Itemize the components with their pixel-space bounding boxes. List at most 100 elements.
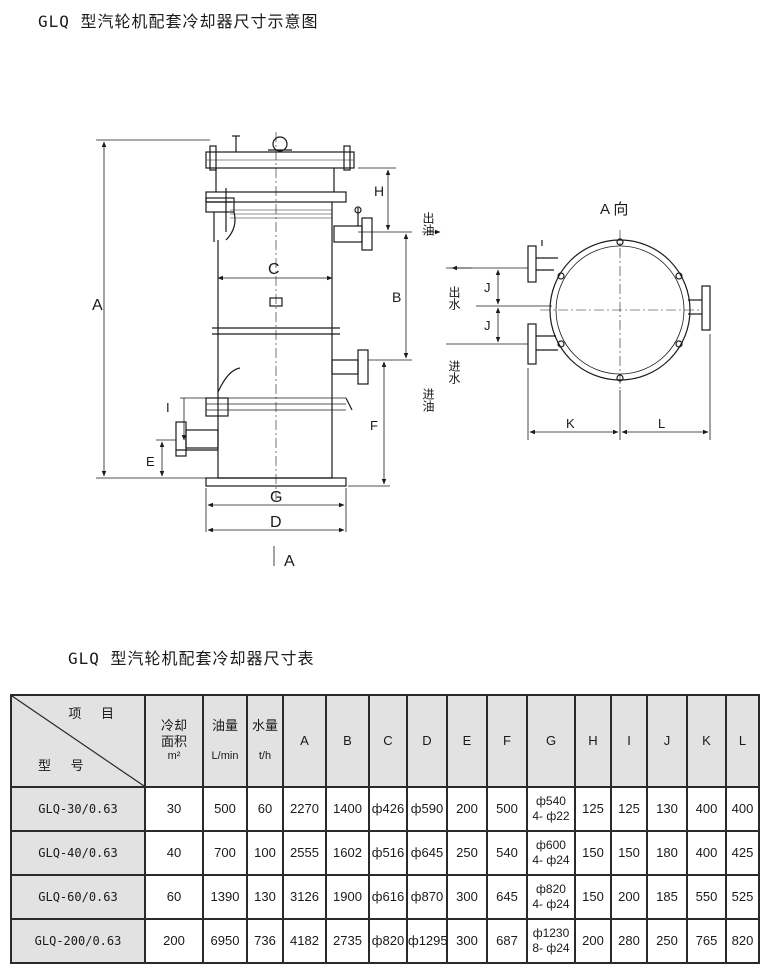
oil-in-label: 进油 xyxy=(421,388,435,412)
cell-h: 150 xyxy=(574,874,612,920)
table-row: GLQ-200/0.63 200 6950 736 4182 2735 ф820… xyxy=(10,918,760,964)
water-inlet-nozzle xyxy=(175,421,219,457)
header-oil: 油量 L/min xyxy=(202,694,248,788)
cell-water: 100 xyxy=(246,830,284,876)
cell-k: 400 xyxy=(686,786,727,832)
cell-water: 130 xyxy=(246,874,284,920)
section-mark: A xyxy=(284,553,295,570)
cell-i: 125 xyxy=(610,786,648,832)
dim-label-k: K xyxy=(566,416,575,431)
dim-label-d: D xyxy=(270,514,282,531)
corner-top-label: 项 目 xyxy=(68,706,122,721)
cell-b: 1400 xyxy=(325,786,370,832)
cell-area: 60 xyxy=(144,874,204,920)
cell-l: 425 xyxy=(725,830,760,876)
cell-c: ф426 xyxy=(368,786,408,832)
cell-l: 400 xyxy=(725,786,760,832)
cell-a: 3126 xyxy=(282,874,327,920)
top-cover xyxy=(205,135,355,171)
dim-label-f: F xyxy=(370,418,378,433)
corner-bottom-label: 型 号 xyxy=(38,757,92,773)
cell-e: 200 xyxy=(446,786,488,832)
diagram-title: GLQ 型汽轮机配套冷却器尺寸示意图 xyxy=(38,12,319,31)
header-k: K xyxy=(686,694,727,788)
oil-outlet-nozzle xyxy=(333,206,373,251)
cell-c: ф616 xyxy=(368,874,408,920)
cell-a: 4182 xyxy=(282,918,327,964)
cell-d: ф870 xyxy=(406,874,448,920)
cooler-drawing: A C G D A H B F I E J J K L A 向 出油 进油 出水… xyxy=(92,132,711,570)
cell-area: 40 xyxy=(144,830,204,876)
dim-label-j-lower: J xyxy=(484,318,491,333)
cell-h: 200 xyxy=(574,918,612,964)
cell-c: ф820 xyxy=(368,918,408,964)
water-in-label: 进水 xyxy=(447,360,461,384)
water-out-label: 出水 xyxy=(447,286,461,310)
cell-j: 250 xyxy=(646,918,688,964)
cell-oil: 6950 xyxy=(202,918,248,964)
dim-label-l: L xyxy=(658,416,665,431)
cell-j: 180 xyxy=(646,830,688,876)
dim-label-e: E xyxy=(146,454,155,469)
cell-l: 820 xyxy=(725,918,760,964)
dimension-lines xyxy=(96,139,441,566)
cell-water: 736 xyxy=(246,918,284,964)
end-view xyxy=(446,230,711,440)
cell-c: ф516 xyxy=(368,830,408,876)
header-area: 冷却 面积 m² xyxy=(144,694,204,788)
cell-area: 30 xyxy=(144,786,204,832)
header-i: I xyxy=(610,694,648,788)
cell-k: 550 xyxy=(686,874,727,920)
header-j: J xyxy=(646,694,688,788)
cell-model: GLQ-40/0.63 xyxy=(10,830,146,876)
cell-e: 300 xyxy=(446,874,488,920)
cell-d: ф645 xyxy=(406,830,448,876)
cell-j: 185 xyxy=(646,874,688,920)
dim-label-g: G xyxy=(270,489,282,506)
dim-label-h: H xyxy=(374,183,384,199)
header-d: D xyxy=(406,694,448,788)
cell-l: 525 xyxy=(725,874,760,920)
corner-cell: 项 目 型 号 xyxy=(10,694,146,788)
cell-i: 150 xyxy=(610,830,648,876)
header-g: G xyxy=(526,694,576,788)
cell-oil: 700 xyxy=(202,830,248,876)
cell-k: 765 xyxy=(686,918,727,964)
view-label: A 向 xyxy=(600,201,628,218)
dim-label-i: I xyxy=(166,400,170,415)
cell-b: 1900 xyxy=(325,874,370,920)
cell-model: GLQ-30/0.63 xyxy=(10,786,146,832)
cell-h: 125 xyxy=(574,786,612,832)
cell-a: 2555 xyxy=(282,830,327,876)
cell-f: 540 xyxy=(486,830,528,876)
lower-head xyxy=(205,367,353,417)
cell-e: 300 xyxy=(446,918,488,964)
table-row: GLQ-60/0.63 60 1390 130 3126 1900 ф616 ф… xyxy=(10,874,760,920)
header-h: H xyxy=(574,694,612,788)
header-a: A xyxy=(282,694,327,788)
cell-model: GLQ-60/0.63 xyxy=(10,874,146,920)
cell-b: 1602 xyxy=(325,830,370,876)
cell-i: 200 xyxy=(610,874,648,920)
cell-a: 2270 xyxy=(282,786,327,832)
oil-out-label: 出油 xyxy=(421,212,435,236)
header-f: F xyxy=(486,694,528,788)
cell-water: 60 xyxy=(246,786,284,832)
cell-i: 280 xyxy=(610,918,648,964)
header-water: 水量 t/h xyxy=(246,694,284,788)
cell-area: 200 xyxy=(144,918,204,964)
dim-label-c: C xyxy=(268,261,280,278)
cell-b: 2735 xyxy=(325,918,370,964)
cell-f: 687 xyxy=(486,918,528,964)
table-header-row: 项 目 型 号 冷却 面积 m² 油量 L/min 水量 t/h A B C D xyxy=(10,694,760,788)
cell-f: 500 xyxy=(486,786,528,832)
cell-j: 130 xyxy=(646,786,688,832)
cell-h: 150 xyxy=(574,830,612,876)
dimension-table: 项 目 型 号 冷却 面积 m² 油量 L/min 水量 t/h A B C D xyxy=(10,694,760,964)
header-e: E xyxy=(446,694,488,788)
cell-d: ф590 xyxy=(406,786,448,832)
cell-k: 400 xyxy=(686,830,727,876)
